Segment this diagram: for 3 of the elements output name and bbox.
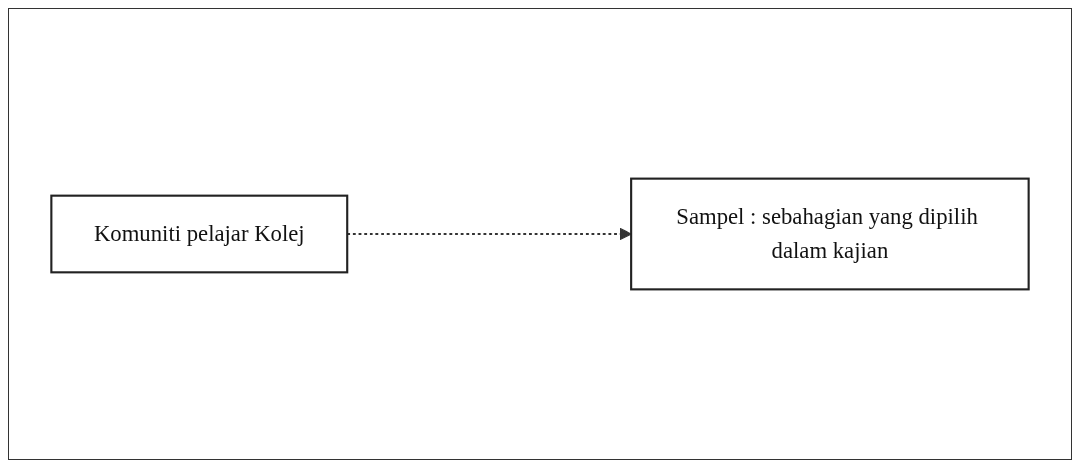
node-box: Komuniti pelajar Kolej (50, 194, 349, 274)
node-box: Sampel : sebahagian yang dipilih dalam kajian (630, 177, 1030, 291)
arrow (347, 227, 632, 241)
